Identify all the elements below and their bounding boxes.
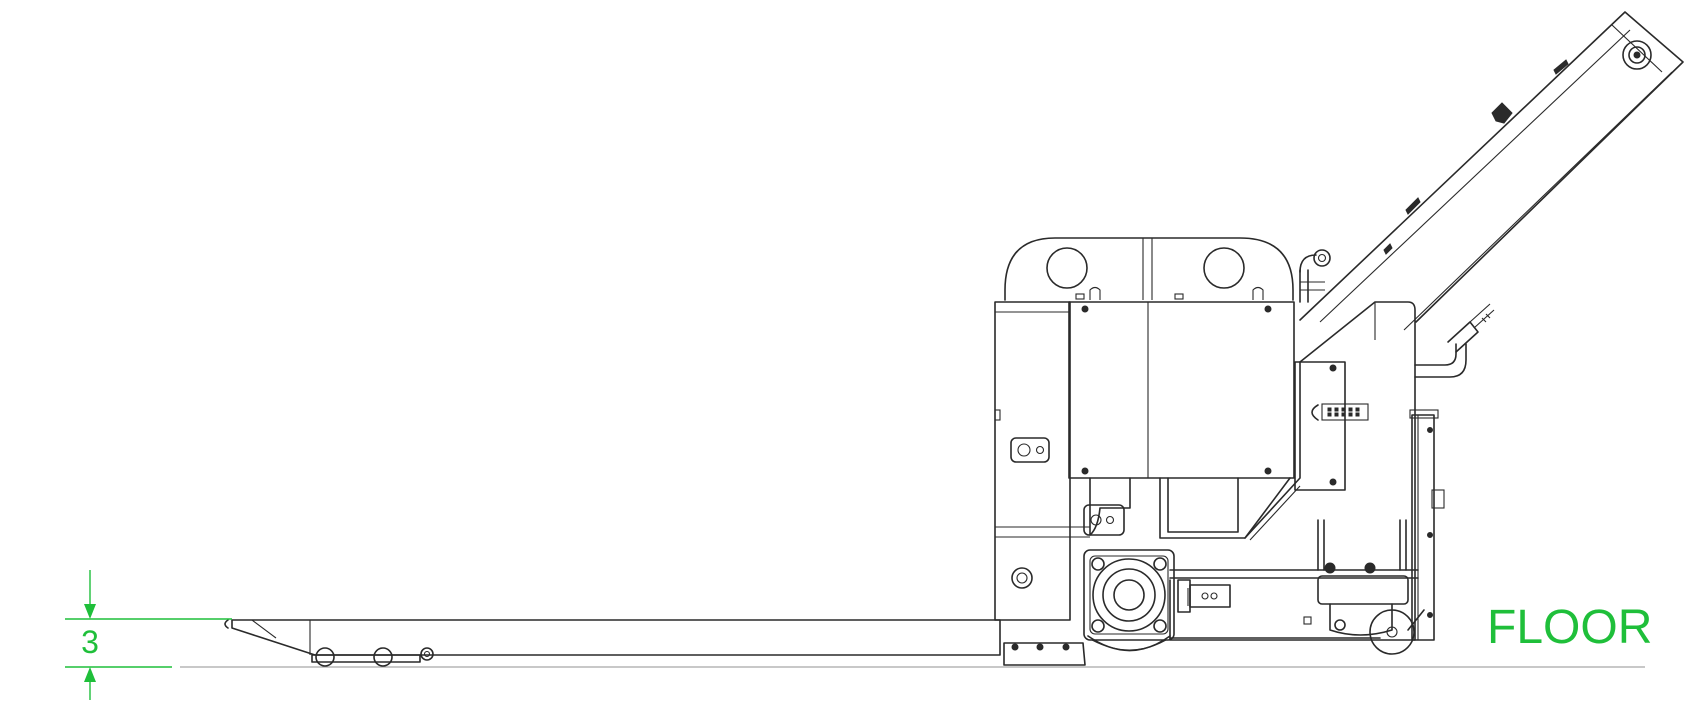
control-box: [1068, 301, 1295, 479]
fork-assembly: [224, 619, 1086, 667]
chassis-bolt-icon: [1011, 567, 1033, 589]
gearbox-housing: [1083, 549, 1175, 641]
drive-wheel: [1087, 635, 1171, 652]
floor-label: FLOOR: [1487, 601, 1652, 654]
emergency-stop-icon: [1622, 40, 1652, 70]
brake-connector: [1177, 579, 1231, 613]
caster-wheel-assembly: [1303, 562, 1425, 655]
load-roller-front: [315, 647, 335, 667]
hydraulic-fittings: [1299, 249, 1495, 378]
tiller-handle: [1299, 11, 1684, 331]
control-knob-icon: [1491, 102, 1513, 124]
rear-cover: [1409, 409, 1445, 641]
dimension-value: 3: [81, 624, 99, 660]
key-plate: [1010, 437, 1050, 463]
drive-wheel-assembly: [1083, 549, 1175, 652]
elbow-fitting-icon: [1313, 249, 1331, 267]
lifting-eye-left: [1046, 247, 1088, 289]
lifting-eye-right: [1203, 247, 1245, 289]
caster-wheel: [1369, 609, 1415, 655]
height-dimension: 3: [65, 570, 232, 700]
skid-pad: [1003, 642, 1086, 666]
hose-barb-icon: [1469, 303, 1495, 329]
rear-tower: [1169, 301, 1416, 641]
chassis: [994, 237, 1419, 641]
load-roller-rear: [373, 647, 393, 667]
cable-gland-icon: [1321, 403, 1369, 421]
junction-box: [1294, 361, 1346, 491]
